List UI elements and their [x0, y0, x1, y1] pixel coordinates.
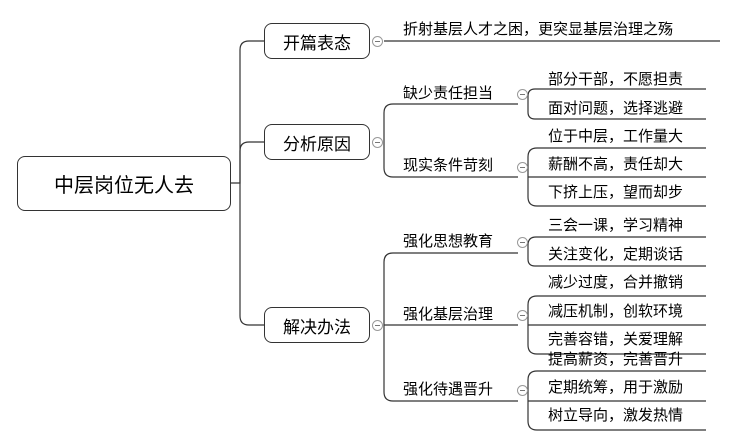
leaf-item[interactable]: 减压机制，创软环境 — [548, 302, 684, 320]
leaf-item[interactable]: 下挤上压，望而却步 — [548, 183, 684, 201]
leaf-item[interactable]: 减少过度，合并撤销 — [548, 273, 684, 291]
subtopic-lack-responsibility[interactable]: 缺少责任担当 — [403, 84, 494, 102]
connector-analysis-groups — [383, 103, 518, 178]
connector-g1-leaves — [527, 88, 706, 120]
connector-root-solution — [239, 183, 264, 326]
leaf-item[interactable]: 面对问题，选择逃避 — [548, 99, 684, 117]
collapse-toggle-group-1[interactable] — [517, 89, 528, 100]
leaf-item[interactable]: 完善容错，关爱理解 — [548, 330, 684, 348]
leaf-item[interactable]: 三会一课，学习精神 — [548, 216, 684, 234]
topic-analyze-causes[interactable]: 分析原因 — [264, 124, 370, 160]
topic-opening-statement[interactable]: 开篇表态 — [264, 23, 370, 59]
collapse-toggle-group-5[interactable] — [517, 385, 528, 396]
subtopic-pay-promotion[interactable]: 强化待遇晋升 — [403, 380, 494, 398]
connector-g3-leaves — [527, 236, 706, 267]
collapse-toggle-group-4[interactable] — [517, 310, 528, 321]
leaf-item[interactable]: 定期统筹，用于激励 — [548, 378, 684, 396]
connector-g5-leaves — [527, 370, 706, 431]
collapse-toggle-group-3[interactable] — [517, 237, 528, 248]
topic-solutions[interactable]: 解决办法 — [264, 307, 370, 343]
subtopic-grassroots-governance[interactable]: 强化基层治理 — [403, 305, 494, 323]
collapse-toggle-analysis[interactable] — [372, 137, 383, 148]
leaf-item[interactable]: 树立导向，激发热情 — [548, 406, 684, 424]
connector-g4-leaves — [527, 295, 706, 355]
subtopic-ideology-education[interactable]: 强化思想教育 — [403, 232, 494, 250]
connector-root-analysis — [239, 141, 264, 183]
connector-root-open — [231, 40, 264, 184]
leaf-item[interactable]: 部分干部，不愿担责 — [548, 70, 684, 88]
leaf-item[interactable]: 关注变化，定期谈话 — [548, 245, 684, 263]
leaf-item[interactable]: 位于中层，工作量大 — [548, 127, 684, 145]
connector-solution-groups — [383, 252, 518, 402]
collapse-toggle-opening[interactable] — [372, 36, 383, 47]
root-topic[interactable]: 中层岗位无人去 — [17, 156, 231, 211]
collapse-toggle-group-2[interactable] — [517, 162, 528, 173]
leaf-opening[interactable]: 折射基层人才之困，更突显基层治理之殇 — [403, 20, 674, 38]
leaf-item[interactable]: 提高薪资，完善晋升 — [548, 350, 684, 368]
subtopic-harsh-conditions[interactable]: 现实条件苛刻 — [403, 156, 494, 174]
collapse-toggle-solutions[interactable] — [372, 320, 383, 331]
leaf-item[interactable]: 薪酬不高，责任却大 — [548, 155, 684, 173]
connector-g2-leaves — [527, 147, 706, 207]
